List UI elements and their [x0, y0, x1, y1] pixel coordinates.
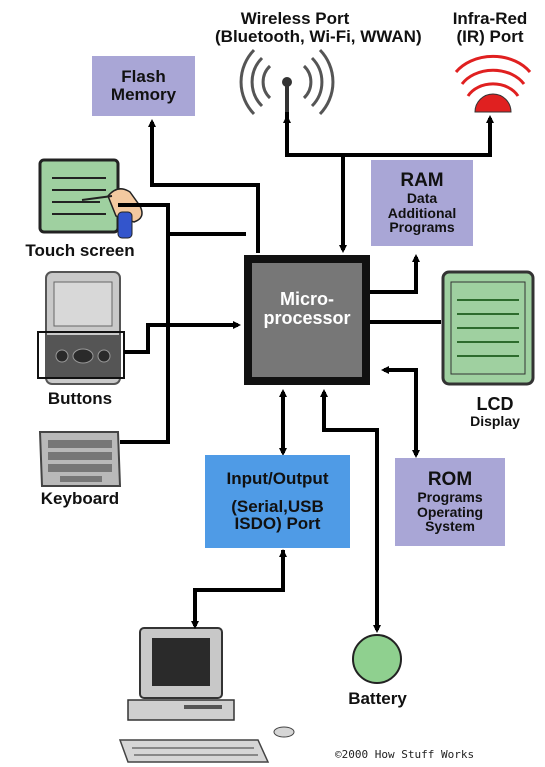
- wireless-port-title: Wireless Port: [240, 9, 350, 28]
- flash-line2: Memory: [110, 85, 177, 104]
- lcd-line2: Display: [470, 412, 520, 429]
- rom-line2: Operating: [416, 503, 484, 520]
- flash-memory-box: Flash Memory: [92, 56, 195, 116]
- cpu-line2: processor: [263, 307, 351, 328]
- ram-line1: Data: [406, 189, 438, 206]
- io-line2: (Serial,USB: [231, 496, 324, 516]
- lcd-line1: LCD: [476, 394, 514, 414]
- touch-screen-label: Touch screen: [25, 241, 135, 260]
- copyright-credit: ©2000 How Stuff Works: [335, 748, 475, 761]
- flash-line1: Flash: [121, 67, 166, 87]
- wireless-port-types: (Bluetooth, Wi-Fi, WWAN): [215, 26, 422, 46]
- ram-line2: Additional: [387, 204, 457, 221]
- rom-line3: System: [425, 518, 475, 535]
- buttons-pda-icon: [37, 271, 125, 385]
- microprocessor-label: Micro- processor: [252, 290, 362, 328]
- battery-icon: [352, 634, 402, 684]
- cpu-line1: Micro-: [280, 289, 334, 309]
- rom-line1: Programs: [417, 488, 483, 505]
- infrared-title: Infra-Red: [452, 9, 528, 28]
- io-line1: Input/Output: [226, 468, 329, 488]
- desktop-computer-icon: [118, 627, 295, 763]
- lcd-display-icon: [441, 270, 535, 386]
- antenna-icon: [239, 48, 335, 116]
- buttons-label: Buttons: [47, 389, 113, 408]
- touch-screen-icon: [38, 158, 143, 239]
- ram-line3: Programs: [389, 219, 455, 236]
- ram-title: RAM: [400, 170, 444, 191]
- keyboard-icon: [38, 431, 122, 487]
- rom-title: ROM: [427, 469, 473, 490]
- rom-box: ROM Programs Operating System: [395, 458, 505, 546]
- microprocessor-chip: [244, 255, 370, 385]
- infrared-port-label: Infra-Red (IR) Port: [440, 10, 540, 46]
- lcd-display-label: LCD Display: [455, 395, 535, 429]
- keyboard-label: Keyboard: [40, 489, 120, 508]
- io-port-box: Input/Output (Serial,USB ISDO) Port: [205, 455, 350, 548]
- infrared-subtitle: (IR) Port: [456, 26, 524, 46]
- connector-lines: [118, 112, 494, 633]
- ir-port-icon: [454, 54, 532, 113]
- ram-box: RAM Data Additional Programs: [371, 160, 473, 246]
- battery-label: Battery: [348, 689, 407, 708]
- io-line3: ISDO) Port: [234, 514, 321, 534]
- wireless-port-label: Wireless Port (Bluetooth, Wi-Fi, WWAN): [215, 9, 422, 46]
